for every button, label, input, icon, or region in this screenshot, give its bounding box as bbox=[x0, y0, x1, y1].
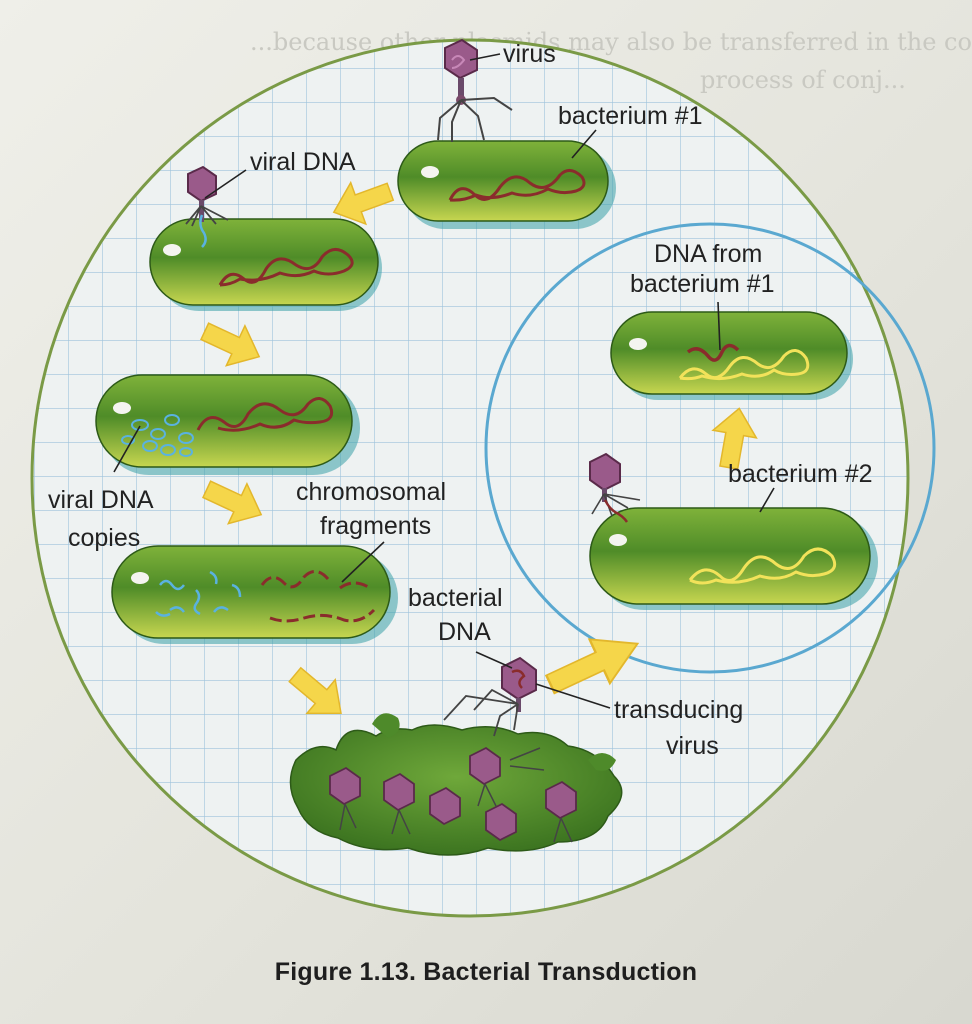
label-transducing-1: transducing bbox=[614, 696, 743, 724]
label-dna-from-1: DNA from bbox=[654, 240, 762, 268]
transducing-virus bbox=[443, 656, 537, 737]
figure-caption: Figure 1.13. Bacterial Transduction bbox=[274, 958, 698, 986]
bacterium-fragments bbox=[111, 545, 398, 644]
bacterium-viral-copies bbox=[95, 374, 360, 475]
label-chromosomal-2: fragments bbox=[320, 512, 431, 540]
label-transducing-2: virus bbox=[666, 732, 719, 760]
bacterium-infected bbox=[149, 165, 382, 311]
label-virus: virus bbox=[503, 40, 556, 68]
label-bacterium-2: bacterium #2 bbox=[728, 460, 873, 488]
label-dna-from-2: bacterium #1 bbox=[630, 270, 775, 298]
bacterium-recombinant bbox=[610, 311, 853, 400]
label-chromosomal-1: chromosomal bbox=[296, 478, 446, 506]
label-viral-copies-2: copies bbox=[68, 524, 140, 552]
virus-top bbox=[437, 38, 513, 142]
burst-cell bbox=[289, 713, 623, 856]
label-viral-copies-1: viral DNA bbox=[48, 486, 154, 514]
label-bacterial-dna-2: DNA bbox=[438, 618, 491, 646]
leader-lines bbox=[113, 53, 775, 709]
label-bacterium-1: bacterium #1 bbox=[558, 102, 703, 130]
bacterium-1 bbox=[397, 140, 616, 229]
bacterium-2 bbox=[589, 452, 878, 610]
label-bacterial-dna-1: bacterial bbox=[408, 584, 503, 612]
inner-circle bbox=[484, 222, 936, 674]
label-viral-dna: viral DNA bbox=[250, 148, 356, 176]
labels: virus bacterium #1 viral DNA DNA from ba… bbox=[48, 40, 873, 760]
background-text-line-2: process of conj... bbox=[700, 66, 906, 94]
